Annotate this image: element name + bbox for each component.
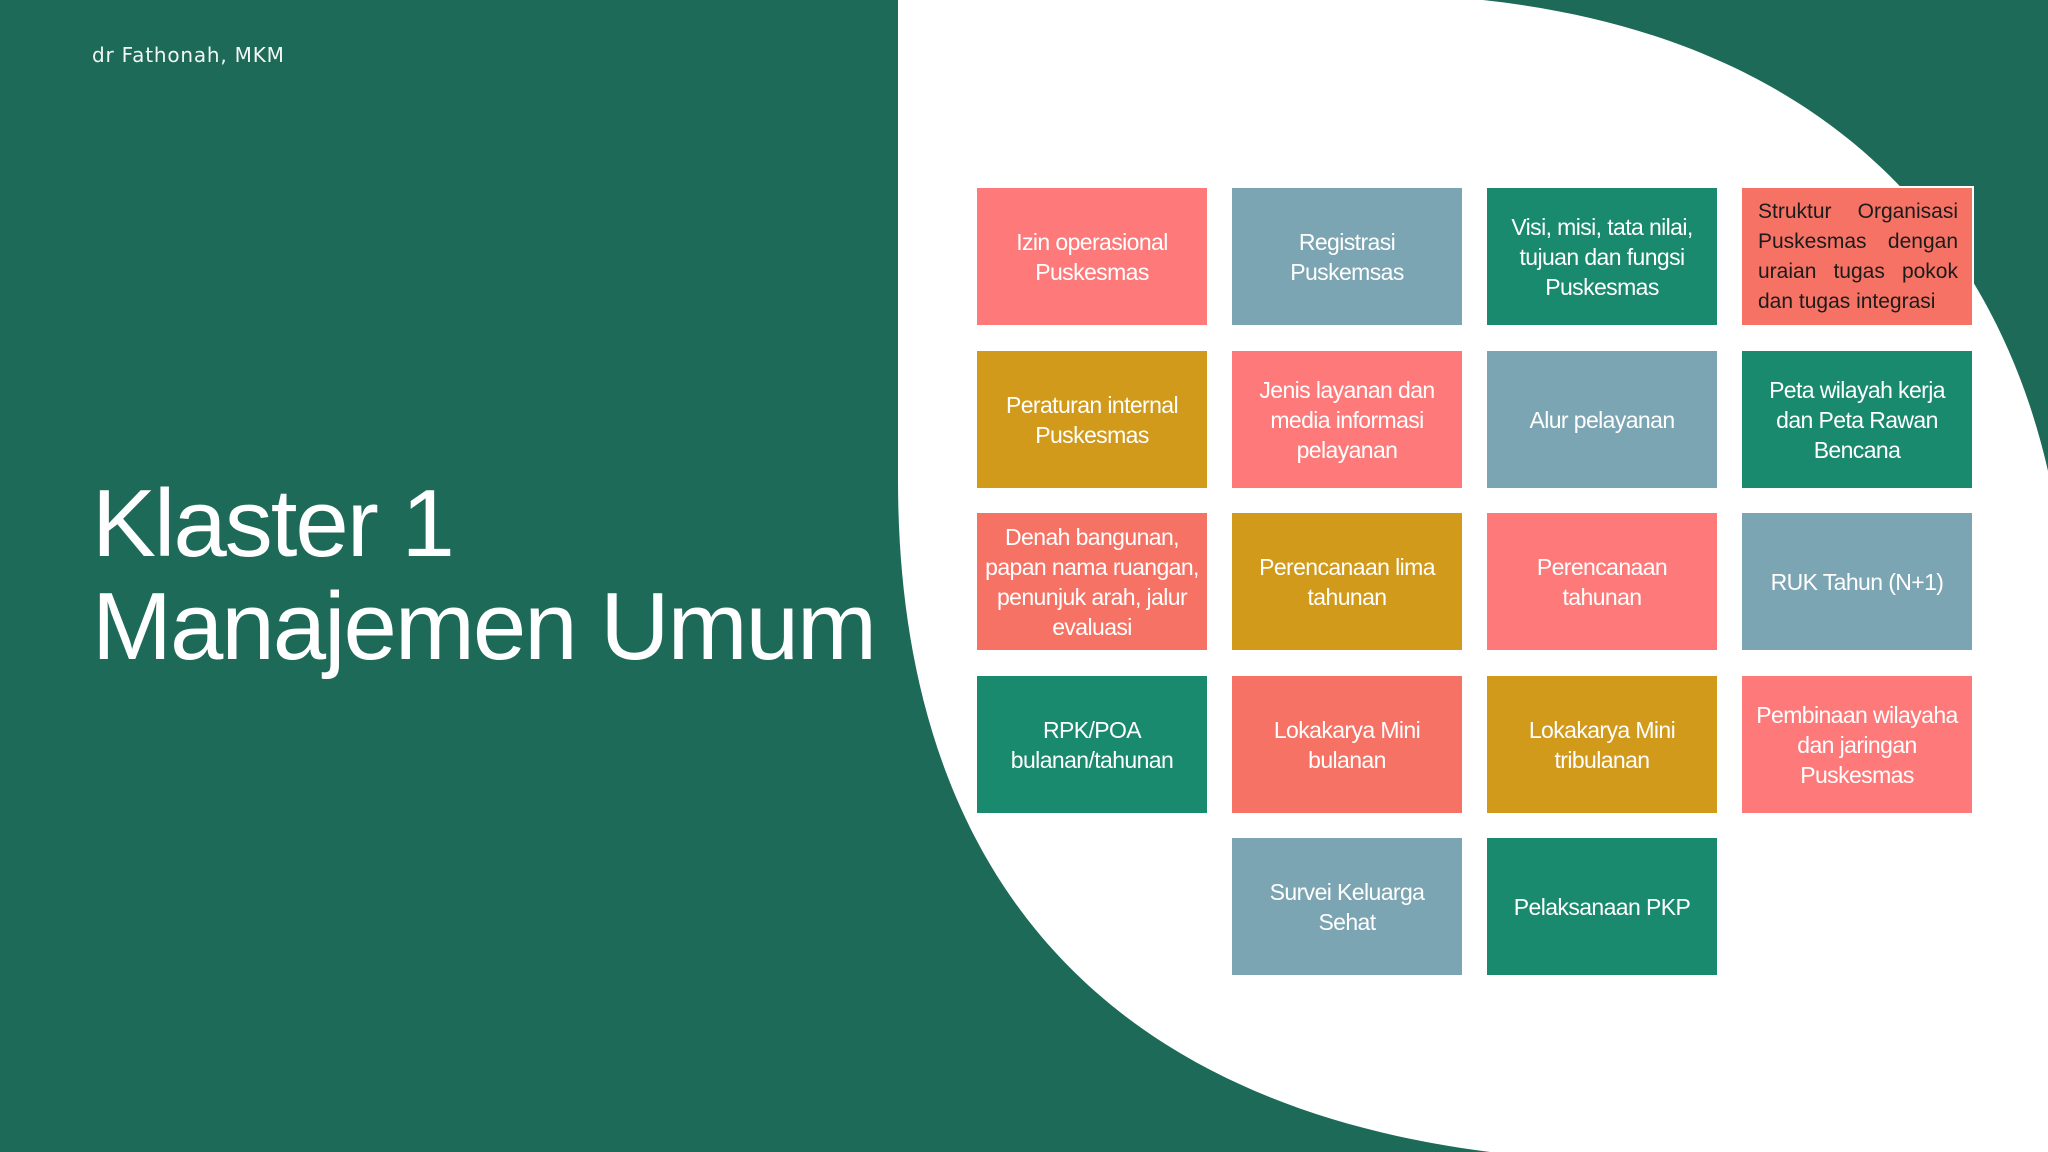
title-line-1: Klaster 1 bbox=[92, 470, 455, 577]
tile-izin-operasional: Izin operasional Puskesmas bbox=[977, 188, 1207, 325]
tile-survei-keluarga-sehat: Survei Keluarga Sehat bbox=[1232, 838, 1462, 975]
tile-alur-pelayanan: Alur pelayanan bbox=[1487, 351, 1717, 488]
tile-label: Lokakarya Mini bulanan bbox=[1273, 716, 1421, 773]
tile-jenis-layanan: Jenis layanan dan media informasi pelaya… bbox=[1232, 351, 1462, 488]
tile-label: Izin operasional Puskesmas bbox=[1016, 228, 1168, 285]
tile-label: RUK Tahun (N+1) bbox=[1770, 568, 1944, 595]
tile-label: Peta wilayah kerja dan Peta Rawan Bencan… bbox=[1769, 376, 1945, 463]
tile-struktur-organisasi: Struktur Organisasi Puskesmas dengan ura… bbox=[1740, 186, 1974, 327]
title-line-2: Manajemen Umum bbox=[92, 573, 877, 680]
tile-lokakarya-mini-tribulanan: Lokakarya Mini tribulanan bbox=[1487, 676, 1717, 813]
tile-perencanaan-tahunan: Perencanaan tahunan bbox=[1487, 513, 1717, 650]
slide-title: Klaster 1 Manajemen Umum bbox=[92, 470, 877, 680]
tile-label: Pelaksanaan PKP bbox=[1513, 893, 1691, 920]
tile-rpk-poa: RPK/POA bulanan/tahunan bbox=[977, 676, 1207, 813]
tile-denah-bangunan: Denah bangunan, papan nama ruangan, penu… bbox=[977, 513, 1207, 650]
tile-ruk-tahun: RUK Tahun (N+1) bbox=[1742, 513, 1972, 650]
tile-perencanaan-lima-tahunan: Perencanaan lima tahunan bbox=[1232, 513, 1462, 650]
tile-label: Perencanaan tahunan bbox=[1536, 553, 1668, 610]
tile-registrasi: Registrasi Puskemsas bbox=[1232, 188, 1462, 325]
tile-pelaksanaan-pkp: Pelaksanaan PKP bbox=[1487, 838, 1717, 975]
tile-label: Pembinaan wilayaha dan jaringan Puskesma… bbox=[1756, 701, 1958, 788]
tile-label: RPK/POA bulanan/tahunan bbox=[1010, 716, 1174, 773]
tile-lokakarya-mini-bulanan: Lokakarya Mini bulanan bbox=[1232, 676, 1462, 813]
tile-label: Registrasi Puskemsas bbox=[1290, 228, 1404, 285]
tile-label: Survei Keluarga Sehat bbox=[1269, 878, 1425, 935]
tile-peraturan-internal: Peraturan internal Puskesmas bbox=[977, 351, 1207, 488]
tile-pembinaan-wilayah: Pembinaan wilayaha dan jaringan Puskesma… bbox=[1742, 676, 1972, 813]
tile-label: Struktur Organisasi Puskesmas dengan ura… bbox=[1758, 199, 1958, 313]
tile-label: Peraturan internal Puskesmas bbox=[1005, 391, 1179, 448]
tile-label: Denah bangunan, papan nama ruangan, penu… bbox=[985, 523, 1199, 640]
tile-visi-misi: Visi, misi, tata nilai, tujuan dan fungs… bbox=[1487, 188, 1717, 325]
author-name: dr Fathonah, MKM bbox=[92, 43, 285, 67]
tile-label: Alur pelayanan bbox=[1529, 406, 1675, 433]
tile-peta-wilayah: Peta wilayah kerja dan Peta Rawan Bencan… bbox=[1742, 351, 1972, 488]
tile-label: Visi, misi, tata nilai, tujuan dan fungs… bbox=[1511, 213, 1693, 300]
tile-label: Perencanaan lima tahunan bbox=[1259, 553, 1435, 610]
tile-label: Jenis layanan dan media informasi pelaya… bbox=[1259, 376, 1435, 463]
tile-label: Lokakarya Mini tribulanan bbox=[1528, 716, 1676, 773]
